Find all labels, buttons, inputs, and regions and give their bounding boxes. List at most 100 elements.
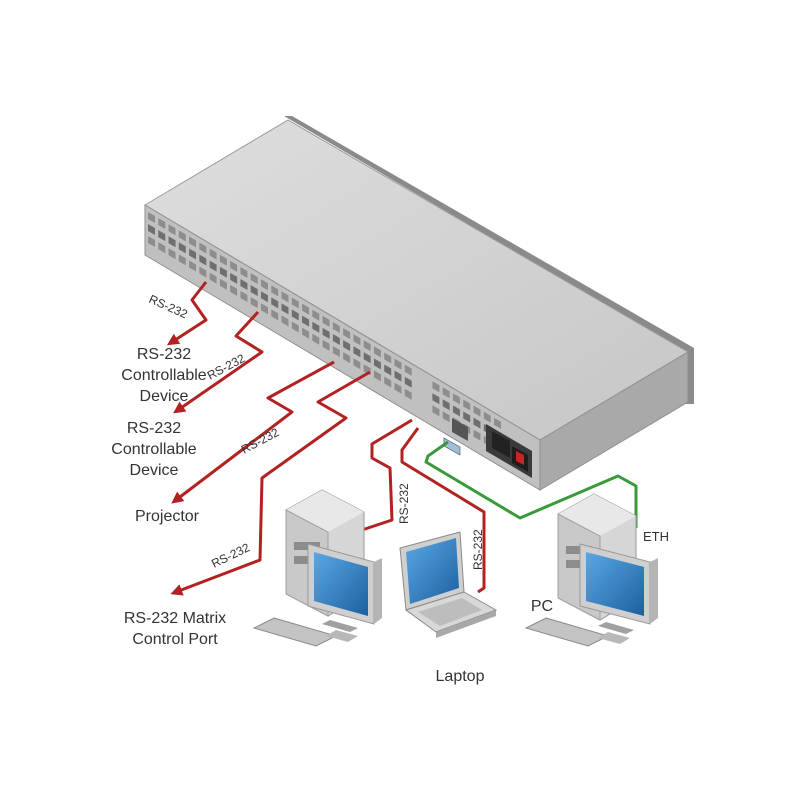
terminal-block[interactable] bbox=[158, 242, 166, 254]
terminal-block[interactable] bbox=[373, 358, 381, 370]
terminal-block[interactable] bbox=[219, 266, 227, 278]
terminal-block[interactable] bbox=[260, 279, 268, 291]
terminal-block[interactable] bbox=[209, 260, 217, 272]
terminal-block[interactable] bbox=[442, 387, 450, 399]
terminal-block[interactable] bbox=[189, 260, 197, 272]
matrix-switcher bbox=[144, 116, 694, 491]
terminal-block[interactable] bbox=[312, 309, 320, 321]
terminal-block[interactable] bbox=[312, 321, 320, 333]
terminal-block[interactable] bbox=[230, 272, 238, 284]
terminal-block[interactable] bbox=[442, 399, 450, 411]
terminal-block[interactable] bbox=[199, 254, 207, 266]
terminal-block[interactable] bbox=[281, 291, 289, 303]
terminal-block[interactable] bbox=[260, 291, 268, 303]
terminal-block[interactable] bbox=[209, 272, 217, 284]
terminal-block[interactable] bbox=[353, 358, 361, 370]
label-device2-text: RS-232 Controllable Device bbox=[111, 420, 197, 479]
terminal-block[interactable] bbox=[442, 411, 450, 423]
terminal-block[interactable] bbox=[332, 345, 340, 357]
terminal-block[interactable] bbox=[373, 370, 381, 382]
terminal-block[interactable] bbox=[230, 260, 238, 272]
terminal-block[interactable] bbox=[463, 411, 471, 423]
terminal-block[interactable] bbox=[353, 334, 361, 346]
terminal-block[interactable] bbox=[343, 352, 351, 364]
terminal-block[interactable] bbox=[363, 340, 371, 352]
terminal-block[interactable] bbox=[168, 224, 176, 236]
terminal-block[interactable] bbox=[271, 297, 279, 309]
terminal-block[interactable] bbox=[332, 333, 340, 345]
terminal-block[interactable] bbox=[240, 266, 248, 278]
terminal-block[interactable] bbox=[230, 284, 238, 296]
terminal-block[interactable] bbox=[343, 340, 351, 352]
terminal-block[interactable] bbox=[178, 242, 186, 254]
terminal-block[interactable] bbox=[281, 303, 289, 315]
label-matrix-port: RS-232 Matrix Control Port bbox=[100, 608, 250, 650]
terminal-block[interactable] bbox=[404, 364, 412, 376]
terminal-block[interactable] bbox=[404, 388, 412, 400]
terminal-block[interactable] bbox=[373, 346, 381, 358]
terminal-block[interactable] bbox=[353, 346, 361, 358]
terminal-block[interactable] bbox=[199, 266, 207, 278]
terminal-block[interactable] bbox=[384, 376, 392, 388]
terminal-block[interactable] bbox=[271, 309, 279, 321]
terminal-block[interactable] bbox=[178, 230, 186, 242]
terminal-block[interactable] bbox=[452, 405, 460, 417]
terminal-block[interactable] bbox=[168, 248, 176, 260]
terminal-block[interactable] bbox=[404, 376, 412, 388]
terminal-block[interactable] bbox=[483, 411, 491, 423]
terminal-block[interactable] bbox=[271, 285, 279, 297]
terminal-block[interactable] bbox=[250, 297, 258, 309]
terminal-block[interactable] bbox=[219, 254, 227, 266]
terminal-block[interactable] bbox=[291, 297, 299, 309]
power-switch[interactable] bbox=[512, 446, 528, 472]
terminal-block[interactable] bbox=[199, 242, 207, 254]
terminal-block[interactable] bbox=[394, 370, 402, 382]
terminal-block[interactable] bbox=[494, 417, 502, 429]
label-eth: ETH bbox=[643, 529, 669, 544]
terminal-block[interactable] bbox=[322, 339, 330, 351]
terminal-block[interactable] bbox=[148, 212, 155, 223]
terminal-block[interactable] bbox=[168, 236, 176, 248]
terminal-block[interactable] bbox=[158, 230, 166, 242]
terminal-block[interactable] bbox=[473, 417, 481, 429]
terminal-block[interactable] bbox=[312, 333, 320, 345]
terminal-block[interactable] bbox=[302, 327, 310, 339]
terminal-block[interactable] bbox=[291, 309, 299, 321]
terminal-block[interactable] bbox=[250, 285, 258, 297]
terminal-block[interactable] bbox=[158, 218, 166, 230]
terminal-block[interactable] bbox=[384, 352, 392, 364]
terminal-block[interactable] bbox=[432, 405, 440, 417]
terminal-block[interactable] bbox=[394, 382, 402, 394]
pc-right bbox=[524, 493, 658, 647]
terminal-block[interactable] bbox=[343, 328, 351, 340]
terminal-block[interactable] bbox=[432, 393, 440, 405]
terminal-block[interactable] bbox=[432, 381, 440, 393]
terminal-block[interactable] bbox=[148, 224, 155, 235]
rs232-cables bbox=[166, 281, 486, 596]
terminal-block[interactable] bbox=[148, 236, 155, 247]
terminal-block[interactable] bbox=[240, 278, 248, 290]
terminal-block[interactable] bbox=[281, 315, 289, 327]
terminal-block[interactable] bbox=[209, 248, 217, 260]
terminal-block[interactable] bbox=[219, 278, 227, 290]
terminal-block[interactable] bbox=[322, 327, 330, 339]
terminal-block[interactable] bbox=[291, 321, 299, 333]
terminal-block[interactable] bbox=[473, 429, 481, 441]
terminal-block[interactable] bbox=[332, 321, 340, 333]
terminal-block[interactable] bbox=[189, 236, 197, 248]
terminal-block[interactable] bbox=[384, 364, 392, 376]
terminal-block[interactable] bbox=[178, 254, 186, 266]
terminal-block[interactable] bbox=[240, 290, 248, 302]
terminal-block[interactable] bbox=[473, 405, 481, 417]
terminal-block[interactable] bbox=[302, 303, 310, 315]
terminal-block[interactable] bbox=[260, 303, 268, 315]
terminal-block[interactable] bbox=[322, 315, 330, 327]
terminal-block[interactable] bbox=[363, 352, 371, 364]
pc-left bbox=[252, 489, 382, 647]
terminal-block[interactable] bbox=[452, 393, 460, 405]
terminal-block[interactable] bbox=[189, 248, 197, 260]
terminal-block[interactable] bbox=[463, 399, 471, 411]
terminal-block[interactable] bbox=[302, 315, 310, 327]
terminal-block[interactable] bbox=[394, 358, 402, 370]
terminal-block[interactable] bbox=[250, 273, 258, 285]
